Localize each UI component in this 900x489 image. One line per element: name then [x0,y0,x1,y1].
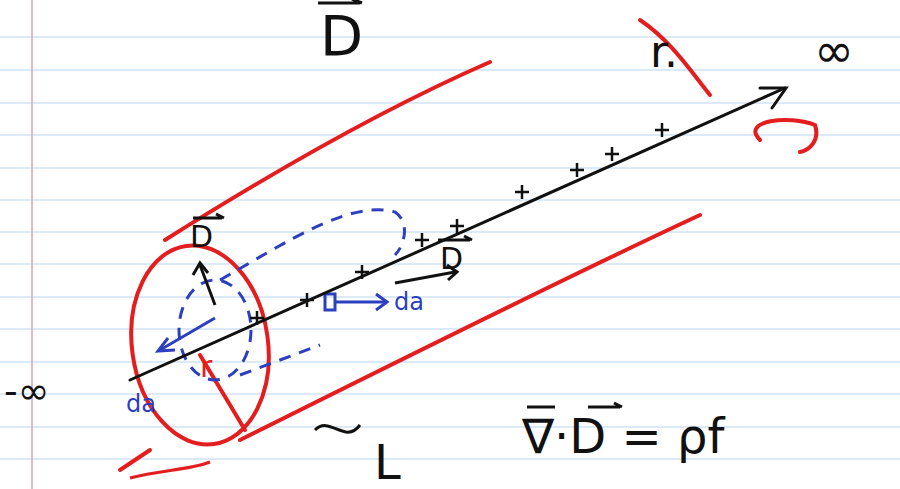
field-symbol: D [438,244,465,274]
gauss-law-equation: ∇·D = ρf [520,412,726,460]
ruled-lines [0,37,900,459]
area-element: da [392,290,426,314]
area-element: da [124,392,158,416]
gaussian-cylinder [119,20,817,470]
infinity-symbol: ∞ [812,26,856,74]
radius-symbol: r. [648,30,680,74]
infinity-symbol: -∞ [2,372,51,410]
field-symbol: D [188,222,215,252]
dashed-cylinder [179,210,404,380]
field-vector [193,0,622,407]
radius-symbol: r [198,352,214,382]
margin-line [31,0,33,489]
length-symbol: L [372,438,403,486]
field-symbol: D [318,8,365,64]
plus-charges [250,123,669,325]
bracket-mark [130,462,210,478]
area-vector [158,294,387,351]
line-charge [130,88,786,380]
length-mark [315,425,360,432]
